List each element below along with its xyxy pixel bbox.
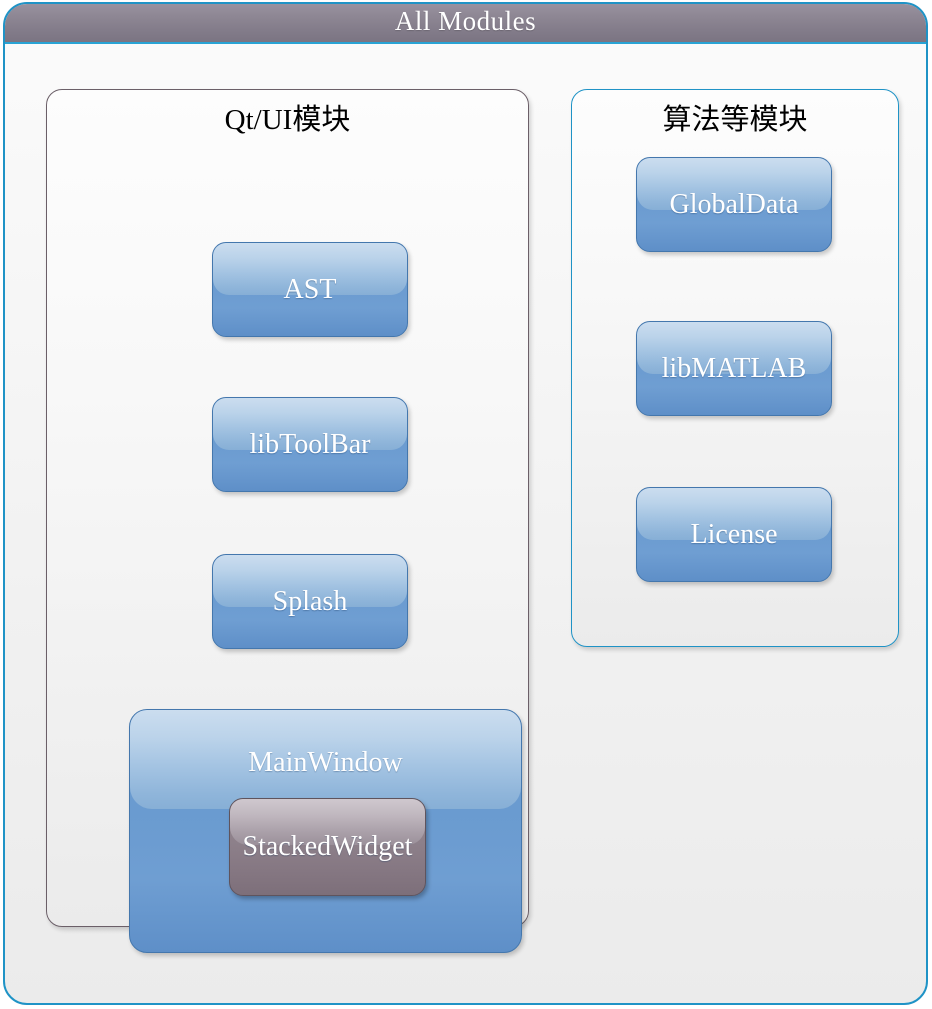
module-label-stackedwidget: StackedWidget xyxy=(242,831,413,862)
diagram-canvas: All Modules Qt/UI模块 AST libToolBar Splas… xyxy=(3,2,928,1005)
module-box-stackedwidget[interactable]: StackedWidget xyxy=(229,798,426,896)
module-label-ast: AST xyxy=(283,273,337,305)
module-box-libtoolbar[interactable]: libToolBar xyxy=(212,397,408,492)
module-label-libtoolbar: libToolBar xyxy=(249,428,371,460)
group-box-qt-ui: Qt/UI模块 AST libToolBar Splash MainWindow… xyxy=(46,89,529,953)
group-title-qt-ui: Qt/UI模块 xyxy=(224,104,351,136)
module-label-globaldata: GlobalData xyxy=(669,188,799,220)
module-box-license[interactable]: License xyxy=(636,487,832,582)
module-box-mainwindow[interactable]: MainWindow StackedWidget xyxy=(129,709,522,953)
module-label-libmatlab: libMATLAB xyxy=(661,352,807,384)
module-box-splash[interactable]: Splash xyxy=(212,554,408,649)
diagram-title: All Modules xyxy=(394,5,537,36)
group-box-algorithms: 算法等模块 GlobalData libMATLAB License xyxy=(571,89,899,647)
group-title-algorithms: 算法等模块 xyxy=(662,104,808,136)
module-box-ast[interactable]: AST xyxy=(212,242,408,337)
module-label-mainwindow: MainWindow xyxy=(248,747,403,778)
module-box-libmatlab[interactable]: libMATLAB xyxy=(636,321,832,416)
module-label-license: License xyxy=(690,518,778,550)
module-box-globaldata[interactable]: GlobalData xyxy=(636,157,832,252)
module-label-splash: Splash xyxy=(272,585,348,617)
diagram-title-bar: All Modules xyxy=(5,4,926,44)
